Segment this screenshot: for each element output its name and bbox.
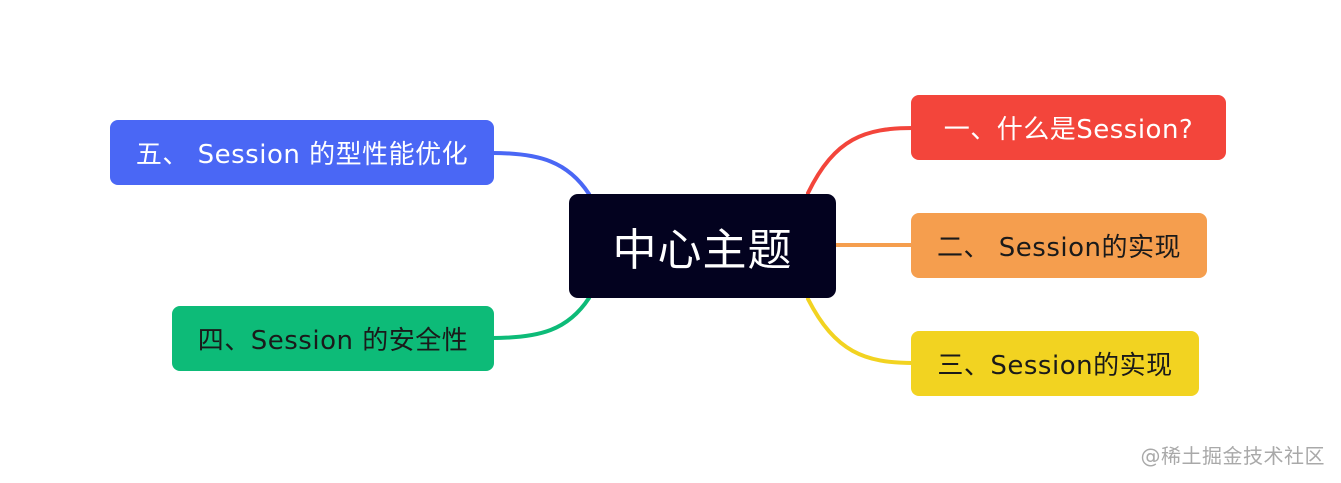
branch-label-4: 四、Session 的安全性 [197, 326, 469, 356]
watermark: @稀土掘金技术社区 [1140, 444, 1325, 468]
connector-branch-4 [490, 296, 591, 340]
connector-branch-5 [490, 151, 591, 196]
branch-node-5[interactable]: 五、 Session 的型性能优化 [110, 120, 494, 185]
branch-label-3: 三、Session的实现 [937, 351, 1173, 381]
branch-node-2[interactable]: 二、 Session的实现 [911, 213, 1207, 278]
branch-label-2: 二、 Session的实现 [937, 233, 1181, 263]
central-topic-label: 中心主题 [612, 225, 793, 276]
central-topic-node[interactable]: 中心主题 [569, 194, 836, 298]
connector-branch-3 [806, 297, 915, 365]
branch-label-1: 一、什么是Session? [943, 115, 1194, 145]
branch-node-1[interactable]: 一、什么是Session? [911, 95, 1226, 160]
connector-branch-1 [806, 126, 915, 195]
branch-label-5: 五、 Session 的型性能优化 [135, 140, 469, 170]
branch-node-3[interactable]: 三、Session的实现 [911, 331, 1199, 396]
branch-node-4[interactable]: 四、Session 的安全性 [172, 306, 494, 371]
